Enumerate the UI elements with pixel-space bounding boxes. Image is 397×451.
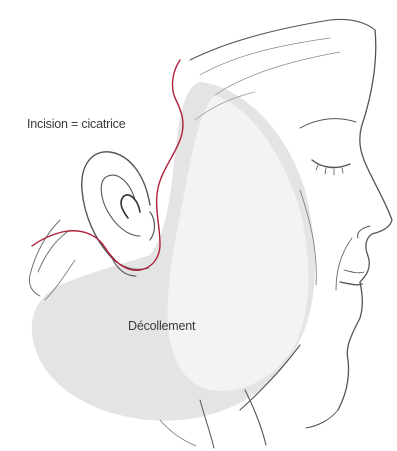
mouth-stroke xyxy=(340,282,362,285)
hair-back-stroke xyxy=(38,230,70,272)
hair-texture-stroke xyxy=(200,38,330,75)
incision-line xyxy=(32,60,183,270)
ear-concha-stroke xyxy=(121,195,140,218)
neck-stroke xyxy=(245,390,266,445)
hair-texture-stroke xyxy=(215,52,340,95)
ear-tragus-stroke xyxy=(150,212,155,240)
nostril-stroke xyxy=(358,226,370,238)
eyebrow-stroke xyxy=(300,119,356,128)
chin-stroke xyxy=(306,410,338,428)
incision-label: Incision = cicatrice xyxy=(27,117,125,131)
lip-stroke xyxy=(344,270,364,273)
detachment-label: Décollement xyxy=(128,319,195,333)
hairline-stroke xyxy=(190,19,375,60)
ear-antihelix-stroke xyxy=(101,175,140,236)
face-profile-stroke xyxy=(338,30,392,410)
neck-stroke xyxy=(160,420,196,446)
